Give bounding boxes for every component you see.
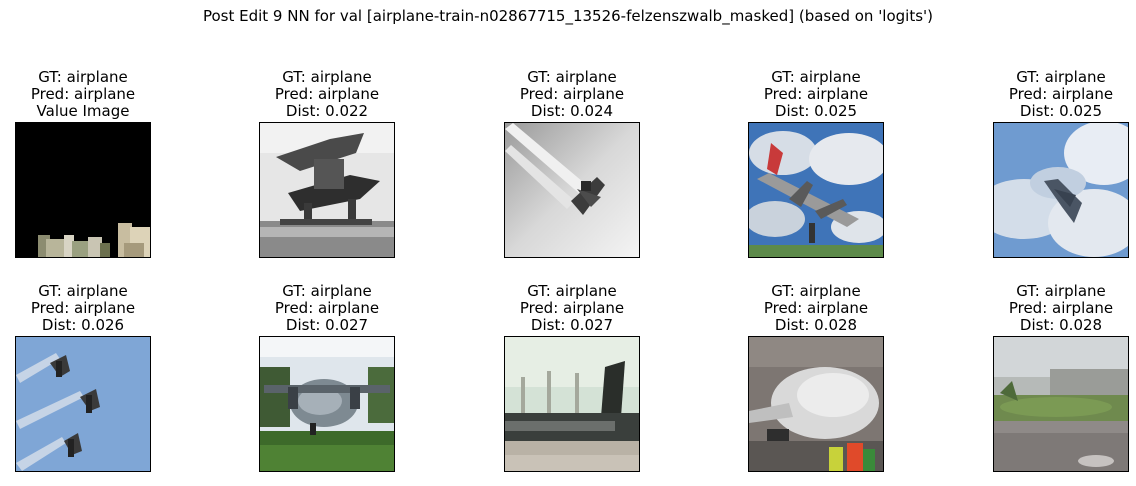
gt-label: GT: airplane	[527, 282, 617, 300]
dist-label: Dist: 0.027	[285, 316, 369, 334]
dist-label: Dist: 0.028	[1019, 316, 1103, 334]
panel-0: GT: airplane Pred: airplane Value Image	[15, 0, 151, 258]
biplane-bw-icon	[259, 122, 395, 258]
panel-1: GT: airplane Pred: airplane Dist: 0.022	[259, 0, 395, 258]
gt-label: GT: airplane	[38, 282, 128, 300]
pred-label: Pred: airplane	[30, 85, 136, 103]
jet-contrails-bw-icon	[504, 122, 640, 258]
gt-label: GT: airplane	[771, 68, 861, 86]
gt-label: GT: airplane	[1016, 68, 1106, 86]
stealth-jet-clouds-icon	[993, 122, 1129, 258]
dist-label: Dist: 0.025	[1019, 102, 1103, 120]
airliner-sky-icon	[748, 122, 884, 258]
pred-label: Pred: airplane	[30, 299, 136, 317]
panel-5: GT: airplane Pred: airplane Dist: 0.026	[15, 0, 151, 472]
panel-caption: GT: airplane Pred: airplane Dist: 0.028	[953, 283, 1136, 334]
gt-label: GT: airplane	[1016, 282, 1106, 300]
panel-caption: GT: airplane Pred: airplane Value Image	[0, 69, 191, 120]
pred-label: Pred: airplane	[763, 85, 869, 103]
panel-caption: GT: airplane Pred: airplane Dist: 0.025	[953, 69, 1136, 120]
pred-label: Pred: airplane	[274, 299, 380, 317]
dist-label: Dist: 0.024	[530, 102, 614, 120]
panel-3: GT: airplane Pred: airplane Dist: 0.025	[748, 0, 884, 258]
gt-label: GT: airplane	[771, 282, 861, 300]
masked-value-image-icon	[15, 122, 151, 258]
gt-label: GT: airplane	[527, 68, 617, 86]
panel-caption: GT: airplane Pred: airplane Dist: 0.027	[219, 283, 435, 334]
airliner-ground-crew-icon	[748, 336, 884, 472]
panel-6: GT: airplane Pred: airplane Dist: 0.027	[259, 0, 395, 472]
panel-caption: GT: airplane Pred: airplane Dist: 0.022	[219, 69, 435, 120]
airliner-tarmac-icon	[993, 336, 1129, 472]
panel-caption: GT: airplane Pred: airplane Dist: 0.026	[0, 283, 191, 334]
panel-caption: GT: airplane Pred: airplane Dist: 0.024	[464, 69, 680, 120]
pred-label: Pred: airplane	[1008, 85, 1114, 103]
gt-label: GT: airplane	[38, 68, 128, 86]
panel-7: GT: airplane Pred: airplane Dist: 0.027	[504, 0, 640, 472]
figure-title: Post Edit 9 NN for val [airplane-train-n…	[202, 7, 934, 25]
dist-label: Dist: 0.027	[530, 316, 614, 334]
dist-label: Dist: 0.028	[774, 316, 858, 334]
panel-caption: GT: airplane Pred: airplane Dist: 0.028	[708, 283, 924, 334]
panel-4: GT: airplane Pred: airplane Dist: 0.025	[993, 0, 1129, 258]
gt-label: GT: airplane	[282, 282, 372, 300]
formation-planes-icon	[15, 336, 151, 472]
cargo-plane-grass-icon	[259, 336, 395, 472]
value-image-label: Value Image	[36, 102, 130, 120]
dist-label: Dist: 0.025	[774, 102, 858, 120]
gt-label: GT: airplane	[282, 68, 372, 86]
pred-label: Pred: airplane	[274, 85, 380, 103]
pred-label: Pred: airplane	[519, 299, 625, 317]
panel-8: GT: airplane Pred: airplane Dist: 0.028	[748, 0, 884, 472]
pred-label: Pred: airplane	[1008, 299, 1114, 317]
dist-label: Dist: 0.026	[41, 316, 125, 334]
airport-tail-icon	[504, 336, 640, 472]
pred-label: Pred: airplane	[763, 299, 869, 317]
pred-label: Pred: airplane	[519, 85, 625, 103]
panel-9: GT: airplane Pred: airplane Dist: 0.028	[993, 0, 1129, 472]
dist-label: Dist: 0.022	[285, 102, 369, 120]
panel-caption: GT: airplane Pred: airplane Dist: 0.025	[708, 69, 924, 120]
panel-caption: GT: airplane Pred: airplane Dist: 0.027	[464, 283, 680, 334]
panel-2: GT: airplane Pred: airplane Dist: 0.024	[504, 0, 640, 258]
